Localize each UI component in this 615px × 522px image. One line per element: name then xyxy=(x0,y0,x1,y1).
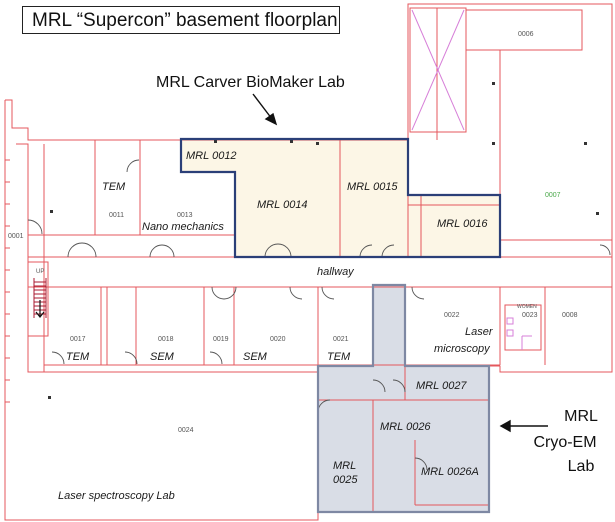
room-number-0024: 0024 xyxy=(178,427,194,434)
function-label-sem: SEM xyxy=(243,351,267,363)
function-label-microscopy: microscopy xyxy=(434,343,490,355)
door-swing xyxy=(223,286,237,300)
cryoem-arrowhead xyxy=(499,419,511,433)
room-number-0018: 0018 xyxy=(158,336,174,343)
door-swing xyxy=(124,351,138,365)
function-label-tem: TEM xyxy=(327,351,351,363)
room-number-0008: 0008 xyxy=(562,312,578,319)
door-swing xyxy=(414,457,428,471)
door-swing xyxy=(81,242,97,258)
biomaker-arrowhead xyxy=(264,112,278,126)
cryoem-lab-outline xyxy=(316,283,491,514)
function-label-laser: Laser xyxy=(465,326,493,338)
door-swing xyxy=(411,286,425,300)
room-number-0020: 0020 xyxy=(270,336,286,343)
door-swing xyxy=(392,379,406,393)
biomaker-arrow-line xyxy=(252,93,273,120)
elevator-diagonal xyxy=(411,9,465,131)
room-number-0006: 0006 xyxy=(518,31,534,38)
room-number-0013: 0013 xyxy=(177,212,193,219)
wall xyxy=(466,9,583,51)
room-label-mrl0025-line2: 0025 xyxy=(333,474,358,486)
biomaker-callout: MRL Carver BioMaker Lab xyxy=(156,74,345,91)
room-number-0023: 0023 xyxy=(522,312,538,319)
room-number-0011: 0011 xyxy=(109,212,125,219)
fixture xyxy=(506,329,514,337)
room-number-0021: 0021 xyxy=(333,336,349,343)
fixture xyxy=(506,317,514,325)
cryoem-lab-fill xyxy=(318,285,489,512)
cryoem-lab-zone xyxy=(318,285,489,512)
hallway-label: hallway xyxy=(317,266,354,278)
room-label-mrl0026: MRL 0026 xyxy=(380,421,431,433)
door-swing xyxy=(264,243,279,258)
restroom-label: WOMEN xyxy=(517,304,537,310)
column-mark xyxy=(492,142,495,145)
door-swing xyxy=(211,286,225,300)
door-swing xyxy=(149,244,163,258)
column-mark xyxy=(316,142,319,145)
door-swing xyxy=(209,351,223,365)
door-swing xyxy=(161,244,175,258)
room-number-0019: 0019 xyxy=(213,336,229,343)
restroom-fixtures xyxy=(506,317,532,350)
door-swing xyxy=(599,244,611,256)
outer-wall-inner xyxy=(16,143,318,373)
doors xyxy=(27,159,611,471)
room-label-mrl0025-line1: MRL xyxy=(333,460,357,472)
room-label-mrl0026a: MRL 0026A xyxy=(421,466,479,478)
elevator-cross xyxy=(411,9,465,131)
outer-wall xyxy=(4,3,613,521)
room-label-mrl0014: MRL 0014 xyxy=(257,199,308,211)
door-swing xyxy=(321,286,335,300)
door-swing xyxy=(277,243,292,258)
door-swing xyxy=(51,351,65,365)
elevator-shaft xyxy=(409,7,467,133)
function-label-laser-spectroscopy: Laser spectroscopy Lab xyxy=(58,490,175,502)
door-swing xyxy=(372,379,386,393)
column-mark xyxy=(50,210,53,213)
column-marks xyxy=(48,82,599,399)
room-number-0007: 0007 xyxy=(545,192,561,199)
cryoem-callout-line3: Lab xyxy=(567,458,595,475)
stair-up-label: UP xyxy=(36,269,45,275)
room-label-mrl0012: MRL 0012 xyxy=(186,150,237,162)
door-swing xyxy=(27,219,43,235)
column-mark xyxy=(584,142,587,145)
stair-core xyxy=(27,261,49,337)
column-mark xyxy=(214,140,217,143)
room-number-0022: 0022 xyxy=(444,312,460,319)
column-mark xyxy=(492,82,495,85)
cryoem-callout-line2: Cryo-EM xyxy=(533,434,597,451)
column-mark xyxy=(596,212,599,215)
function-label-sem: SEM xyxy=(150,351,174,363)
room-number-0001: 0001 xyxy=(8,233,24,240)
west-wall-ticks xyxy=(5,159,10,403)
staircase xyxy=(33,278,47,318)
figure-title: MRL “Supercon” basement floorplan xyxy=(22,6,340,34)
function-label-tem: TEM xyxy=(102,181,126,193)
room-number-0017: 0017 xyxy=(70,336,86,343)
door-swing xyxy=(126,159,140,173)
stair-arrow xyxy=(35,300,45,318)
function-label-nano-mechanics: Nano mechanics xyxy=(142,221,224,233)
function-label-tem: TEM xyxy=(66,351,90,363)
cryoem-callout-line1: MRL xyxy=(564,408,598,425)
column-mark xyxy=(290,140,293,143)
door-swing xyxy=(289,286,303,300)
door-swing xyxy=(381,244,395,258)
callout-arrows xyxy=(252,93,548,433)
column-mark xyxy=(48,396,51,399)
room-label-mrl0027: MRL 0027 xyxy=(416,380,467,392)
door-swing xyxy=(359,244,373,258)
room-label-mrl0016: MRL 0016 xyxy=(437,218,488,230)
door-swing xyxy=(67,242,83,258)
restroom-walls xyxy=(504,304,542,351)
biomaker-lab-outline xyxy=(179,137,502,259)
fixture xyxy=(521,335,532,350)
room-label-mrl0015: MRL 0015 xyxy=(347,181,398,193)
